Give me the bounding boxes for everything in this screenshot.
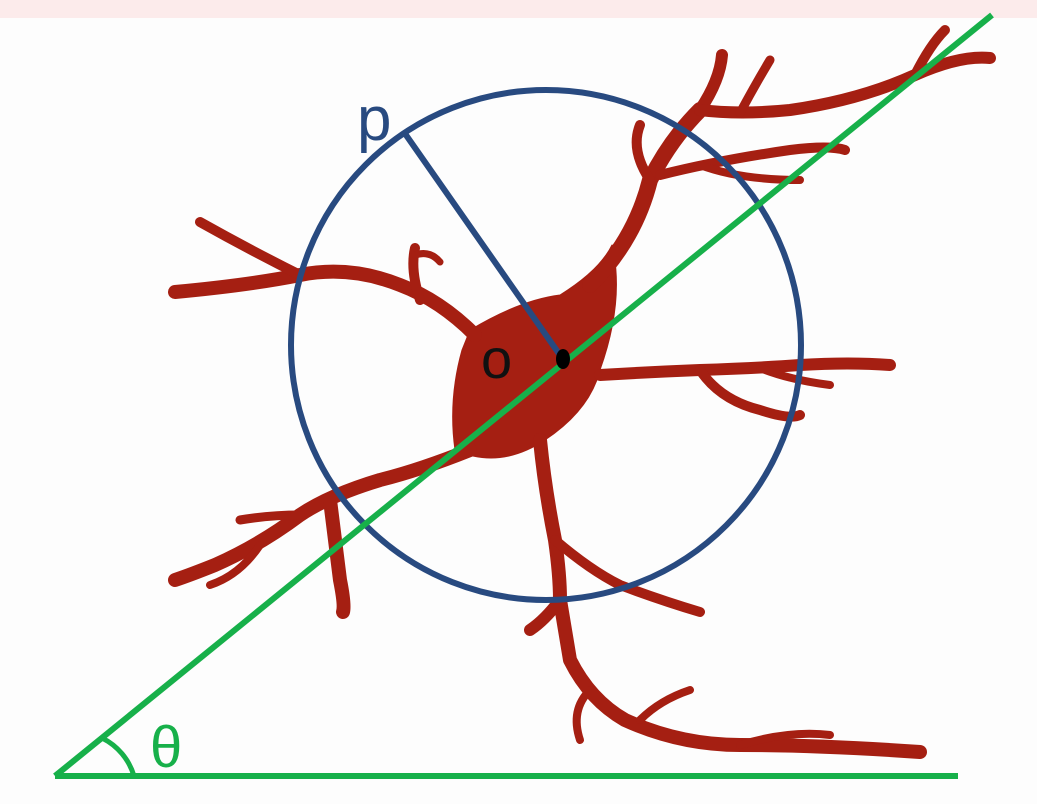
- center-point: [556, 349, 570, 369]
- neuron: [168, 25, 996, 759]
- dendrite-lower: [524, 433, 927, 759]
- dendrite-lower-left: [168, 443, 477, 619]
- circle: [288, 87, 804, 603]
- diagonal-line: [53, 12, 994, 779]
- angle-arc: [100, 735, 137, 777]
- dendrite-upper-left: [168, 217, 482, 342]
- radius-line-p-o: [403, 132, 565, 361]
- dendrite-right: [594, 357, 896, 422]
- label-o: o: [481, 327, 512, 390]
- top-band: [0, 0, 1037, 18]
- label-p: p: [357, 85, 391, 154]
- label-theta: θ: [150, 715, 182, 780]
